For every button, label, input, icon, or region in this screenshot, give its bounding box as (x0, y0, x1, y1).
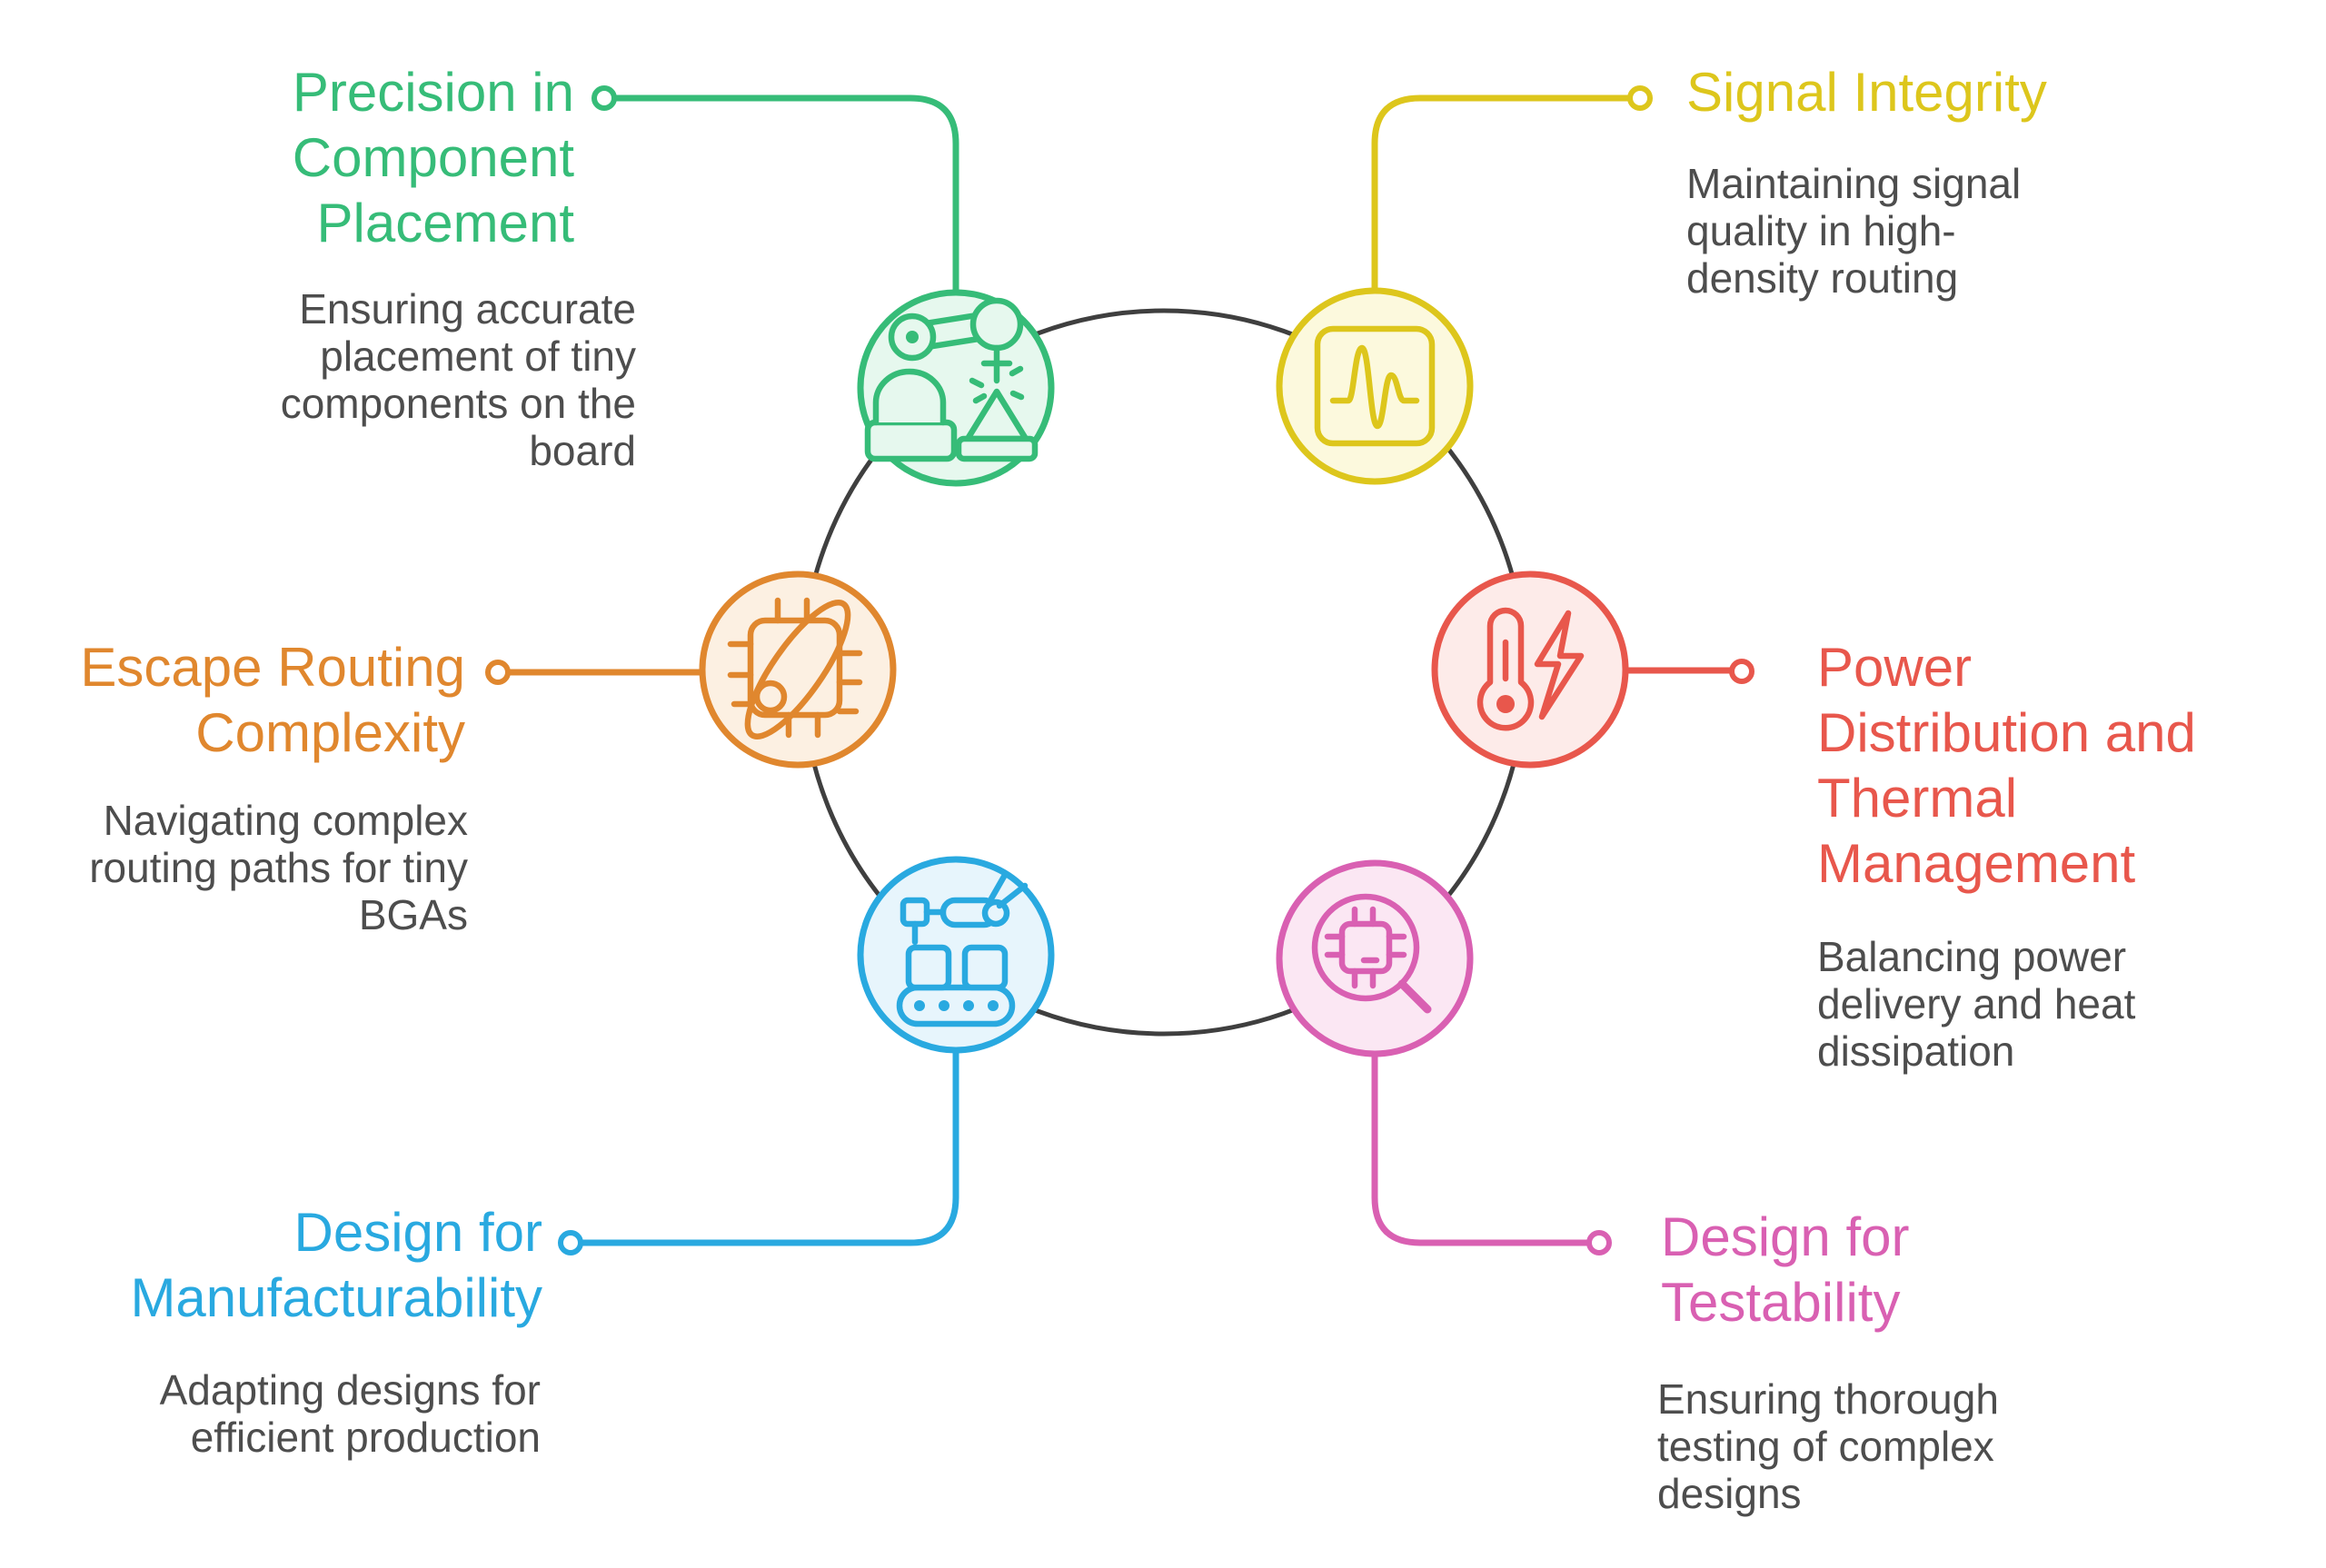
item-description-signal-integrity: Maintaining signal quality in high- dens… (1686, 160, 2022, 302)
connector-dot (591, 85, 617, 111)
item-title-manufacturability: Design for Manufacturability (130, 1202, 542, 1328)
connector-dot (558, 1230, 583, 1255)
connector-line (1371, 94, 1634, 296)
icon-circle (1276, 287, 1474, 485)
item-description-testability: Ensuring thorough testing of complex des… (1657, 1375, 1999, 1517)
connector-dot (1586, 1230, 1612, 1255)
item-title-signal-integrity: Signal Integrity (1686, 62, 2047, 123)
connector-dot (1729, 659, 1754, 684)
item-title-power-thermal: Power Distribution and Thermal Managemen… (1817, 637, 2196, 894)
connector-dot (485, 660, 511, 685)
node-testability (1276, 859, 1612, 1255)
waveform-icon (1314, 325, 1436, 447)
connector-line (1371, 1050, 1593, 1246)
node-signal-integrity (1276, 85, 1653, 485)
icon-circle (1431, 571, 1629, 769)
node-escape-routing (485, 571, 897, 769)
item-description-escape-routing: Navigating complex routing paths for tin… (89, 797, 468, 938)
thermometer-bolt-icon (1476, 607, 1585, 731)
item-description-precision: Ensuring accurate placement of tiny comp… (280, 285, 636, 474)
item-description-power-thermal: Balancing power delivery and heat dissip… (1817, 933, 2136, 1075)
item-title-escape-routing: Escape Routing Complexity (80, 637, 465, 763)
item-title-testability: Design for Testability (1661, 1206, 1910, 1333)
connector-dot (1627, 85, 1653, 111)
node-power-thermal (1431, 571, 1754, 769)
chip-magnifier-icon (1311, 893, 1432, 1014)
conveyor-icon (896, 871, 1029, 1027)
item-title-precision: Precision in Component Placement (292, 62, 574, 253)
connector-line (577, 1047, 959, 1246)
node-precision (591, 85, 1055, 487)
item-description-manufacturability: Adapting designs for efficient productio… (159, 1366, 541, 1461)
robot-arm-icon (864, 297, 1039, 462)
node-manufacturability (558, 856, 1055, 1255)
connector-line (611, 94, 959, 294)
